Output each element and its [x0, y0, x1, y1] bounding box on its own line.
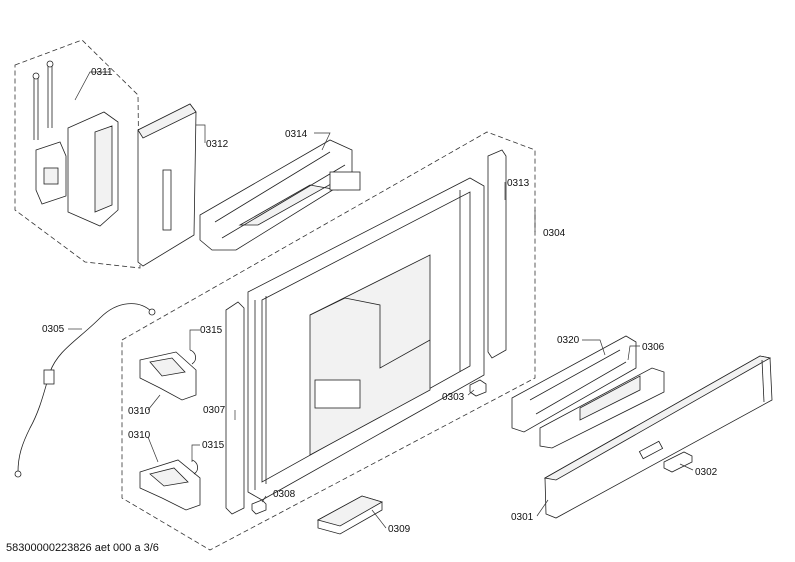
part-0301-front-panel — [543, 355, 773, 519]
part-0320-control-bracket — [511, 335, 637, 433]
label-0311: 0311 — [91, 67, 113, 78]
label-0307: 0307 — [203, 405, 226, 416]
part-0311-sensor-assembly — [32, 60, 119, 227]
leader-lines — [68, 71, 694, 529]
part-0313-right-strip — [487, 149, 507, 359]
label-0313: 0313 — [507, 178, 530, 189]
part-0303-clip — [469, 379, 487, 397]
part-0309-cover — [316, 495, 384, 535]
group-outline-main — [121, 131, 536, 551]
label-0306: 0306 — [642, 342, 665, 353]
part-0312-side-panel — [137, 103, 197, 267]
label-0314: 0314 — [285, 129, 308, 140]
part-0305-cable — [14, 303, 156, 478]
part-0306-control-board — [539, 367, 665, 449]
label-0302: 0302 — [695, 467, 718, 478]
part-0307-left-strip — [225, 301, 245, 515]
label-0320: 0320 — [557, 335, 580, 346]
label-0304: 0304 — [543, 228, 566, 239]
part-0314-frame-rail — [199, 139, 361, 251]
part-0310-hinge-upper — [139, 349, 197, 401]
label-0315-lower: 0315 — [202, 440, 225, 451]
group-outline-0311 — [14, 39, 141, 269]
label-0310-upper: 0310 — [128, 406, 151, 417]
part-0302-small-cover — [663, 451, 693, 473]
label-0312: 0312 — [206, 139, 229, 150]
label-0315-upper: 0315 — [200, 325, 223, 336]
label-0303: 0303 — [442, 392, 465, 403]
label-0309: 0309 — [388, 524, 411, 535]
label-0305: 0305 — [42, 324, 65, 335]
part-main-frame — [247, 177, 485, 501]
part-0308-clip — [251, 499, 267, 515]
label-0308: 0308 — [273, 489, 296, 500]
label-0301: 0301 — [511, 512, 534, 523]
document-footer-id: 58300000223826 aet 000 a 3/6 — [6, 542, 159, 554]
label-0310-lower: 0310 — [128, 430, 151, 441]
part-0310-hinge-lower — [139, 459, 201, 511]
